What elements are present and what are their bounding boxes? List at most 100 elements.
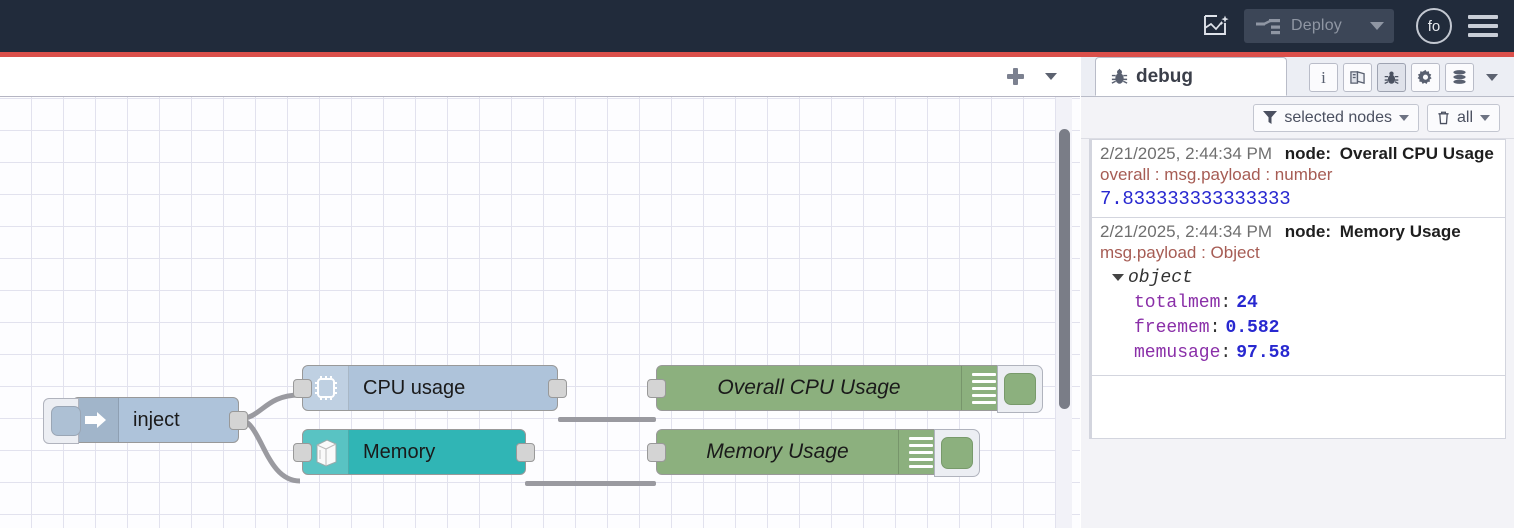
tab-debug[interactable]: debug (1095, 57, 1287, 96)
debug-toggle-face (941, 437, 973, 469)
debug-line (908, 457, 933, 461)
node-port-output[interactable] (548, 379, 567, 398)
debug-filter-label: selected nodes (1284, 108, 1392, 126)
hamburger-line (1468, 33, 1498, 37)
debug-message-header: 2/21/2025, 2:44:34 PM node: Memory Usage (1100, 222, 1499, 242)
deploy-dropdown-caret[interactable] (1358, 9, 1394, 43)
node-inject-label: inject (133, 408, 180, 431)
debug-message[interactable]: 2/21/2025, 2:44:34 PM node: Overall CPU … (1092, 140, 1505, 218)
debug-message-list[interactable]: 2/21/2025, 2:44:34 PM node: Overall CPU … (1089, 139, 1506, 439)
wire-memory-to-debug (525, 481, 656, 486)
gear-icon[interactable] (1411, 63, 1440, 92)
node-port-input[interactable] (293, 379, 312, 398)
flow-canvas[interactable]: inject CPU usage (0, 97, 1080, 528)
object-property-value: 0.582 (1225, 318, 1280, 338)
debug-line (908, 464, 933, 468)
debug-line (971, 379, 996, 383)
debug-object-property: memusage:97.58 (1100, 343, 1499, 363)
node-port-output[interactable] (516, 443, 535, 462)
debug-message-node-name: Memory Usage (1339, 222, 1461, 241)
object-expand-toggle[interactable]: object (1112, 268, 1193, 288)
deploy-button-main[interactable]: Deploy (1244, 9, 1358, 43)
bug-icon[interactable] (1377, 63, 1406, 92)
trash-icon (1438, 111, 1449, 124)
bug-icon (1111, 68, 1128, 84)
debug-line (971, 386, 996, 390)
debug-message-node: node: (1284, 144, 1332, 163)
flow-tab-menu-button[interactable] (1036, 61, 1066, 93)
node-port-input[interactable] (647, 379, 666, 398)
inject-button-face (51, 406, 81, 436)
debug-message[interactable]: 2/21/2025, 2:44:34 PM node: Memory Usage… (1092, 218, 1505, 376)
debug-line (908, 450, 933, 454)
database-icon[interactable] (1445, 63, 1474, 92)
canvas-scrollbar-thumb[interactable] (1059, 129, 1070, 409)
sidebar-more-button[interactable] (1479, 63, 1505, 92)
debug-message-timestamp: 2/21/2025, 2:44:34 PM (1100, 144, 1273, 163)
app-header: Deploy fo (0, 0, 1514, 52)
debug-line (908, 443, 933, 447)
debug-toggle-face (1004, 373, 1036, 405)
debug-object-property: totalmem:24 (1100, 293, 1499, 313)
deploy-label: Deploy (1290, 17, 1342, 34)
book-icon[interactable] (1343, 63, 1372, 92)
object-property-key: memusage (1134, 343, 1221, 363)
debug-line (971, 400, 996, 404)
triangle-down-icon (1112, 273, 1124, 281)
object-property-colon: : (1220, 343, 1232, 363)
node-port-output[interactable] (229, 411, 248, 430)
hamburger-line (1468, 15, 1498, 19)
node-port-input[interactable] (293, 443, 312, 462)
debug-object-root[interactable]: object (1100, 268, 1499, 288)
deploy-button[interactable]: Deploy (1243, 9, 1394, 43)
debug-clear-label: all (1456, 108, 1473, 126)
debug-line (908, 436, 933, 440)
flow-sparkle-icon[interactable] (1194, 6, 1238, 46)
debug-message-type: overall : msg.payload : number (1100, 165, 1333, 184)
debug-clear-button[interactable]: all (1426, 103, 1500, 132)
debug-filter-button[interactable]: selected nodes (1253, 103, 1419, 132)
avatar[interactable]: fo (1416, 8, 1452, 44)
sidebar-tools: i (1309, 63, 1505, 96)
debug-object-property: freemem:0.582 (1100, 318, 1499, 338)
object-property-key: totalmem (1134, 293, 1221, 313)
node-port-input[interactable] (647, 443, 666, 462)
node-debug-memory-usage[interactable]: Memory Usage (647, 429, 980, 477)
chevron-down-icon (1486, 74, 1498, 81)
debug-line (971, 372, 996, 376)
deploy-status-bar (0, 52, 1514, 57)
node-inject[interactable]: inject (43, 397, 248, 444)
debug-message-header: 2/21/2025, 2:44:34 PM node: Overall CPU … (1100, 144, 1499, 164)
node-memory[interactable]: Memory (293, 429, 535, 475)
debug-message-node-name: Overall CPU Usage (1339, 144, 1494, 163)
chevron-down-icon (1045, 73, 1057, 80)
plus-icon (1006, 68, 1024, 85)
sidebar: debug i (1081, 57, 1514, 528)
hamburger-menu-icon[interactable] (1468, 15, 1498, 37)
debug-lines-icon (961, 366, 1005, 410)
sidebar-tab-bar: debug i (1081, 57, 1514, 97)
node-debug-overall-cpu-usage-label: Overall CPU Usage (717, 376, 901, 399)
debug-line (971, 393, 996, 397)
debug-enable-toggle[interactable] (934, 429, 980, 477)
filter-icon (1263, 111, 1278, 124)
debug-filter-bar: selected nodes all (1081, 97, 1514, 139)
debug-message-node: node: (1284, 222, 1332, 241)
node-debug-memory-usage-label: Memory Usage (706, 440, 849, 463)
debug-message-type: msg.payload : Object (1100, 243, 1260, 262)
debug-enable-toggle[interactable] (997, 365, 1043, 413)
flow-tab-bar (0, 57, 1080, 97)
inject-trigger-button[interactable] (43, 398, 81, 444)
node-cpu-usage[interactable]: CPU usage (293, 365, 567, 411)
chevron-down-icon (1369, 22, 1384, 30)
deploy-icon (1255, 18, 1280, 34)
chevron-down-icon (1480, 114, 1490, 121)
debug-lines-icon (898, 430, 942, 474)
wire-cpu-to-debug (558, 417, 656, 422)
object-property-key: freemem (1134, 318, 1210, 338)
workspace: inject CPU usage (0, 57, 1080, 528)
info-icon[interactable]: i (1309, 63, 1338, 92)
add-flow-button[interactable] (998, 61, 1032, 93)
node-debug-overall-cpu-usage[interactable]: Overall CPU Usage (647, 365, 1043, 413)
